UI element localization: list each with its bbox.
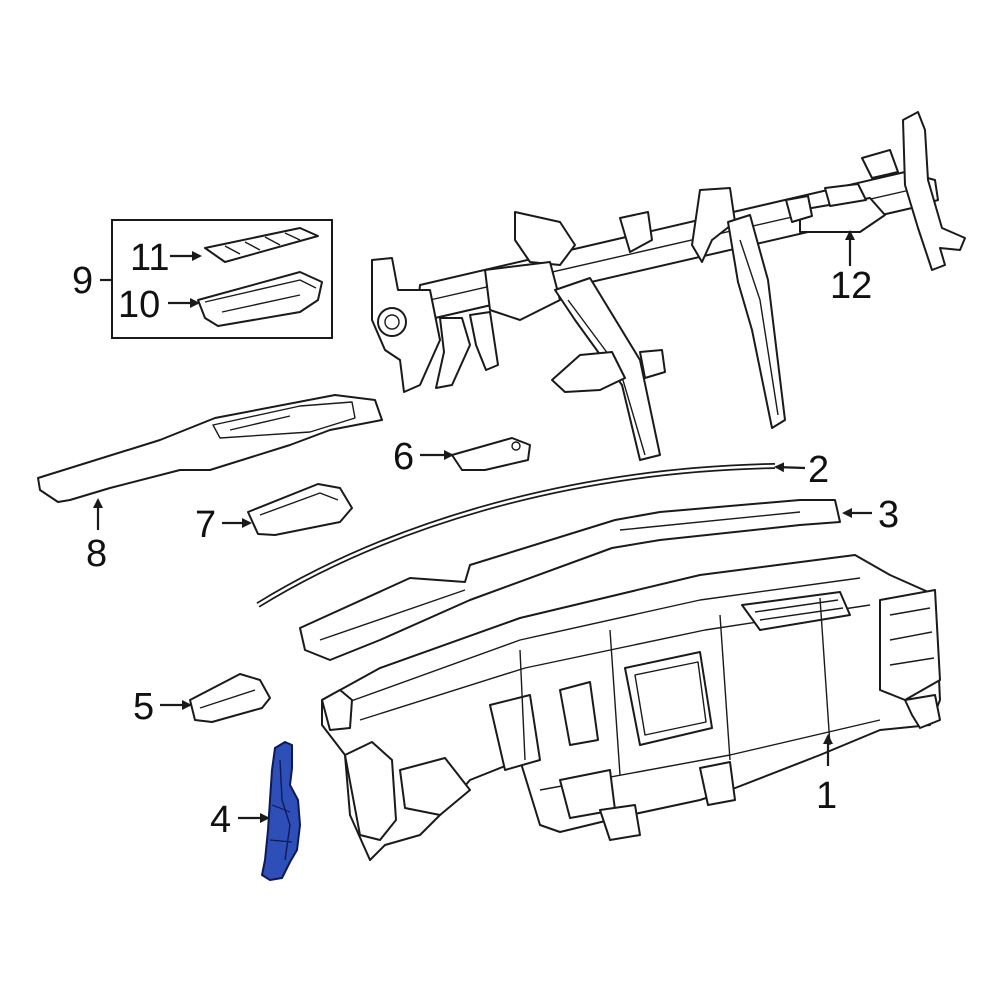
callout-labels: 1 2 3 4 5 6 7 8 9 10 11 12 <box>72 237 899 841</box>
part-1-instrument-panel[interactable] <box>321 554 941 861</box>
callout-9: 9 <box>72 260 93 302</box>
leader-lines <box>93 230 872 823</box>
callout-5: 5 <box>133 686 154 728</box>
part-8-upper-trim-panel[interactable] <box>37 394 383 503</box>
part-11-mat[interactable] <box>204 227 319 263</box>
leader-2 <box>774 462 806 473</box>
callout-11: 11 <box>130 237 169 279</box>
part-3-dash-upper-panel[interactable] <box>299 499 841 661</box>
part-2-trim-strip[interactable] <box>256 463 776 608</box>
callout-12: 12 <box>830 265 872 307</box>
callout-8: 8 <box>86 533 107 575</box>
callout-6: 6 <box>393 436 414 478</box>
part-9-group-box <box>100 219 333 339</box>
part-12-crossbar-frame[interactable] <box>371 111 966 461</box>
callout-10: 10 <box>118 284 160 326</box>
callout-7: 7 <box>195 504 216 546</box>
callout-1: 1 <box>816 775 837 817</box>
part-10-tray[interactable] <box>197 271 323 327</box>
callout-4: 4 <box>210 799 231 841</box>
callout-3: 3 <box>878 494 899 536</box>
part-6-cover[interactable] <box>451 437 531 471</box>
part-4-side-bracket-highlighted[interactable] <box>261 741 301 881</box>
part-5-knee-pad[interactable] <box>189 673 271 723</box>
callout-2: 2 <box>808 449 829 491</box>
part-7-pocket[interactable] <box>247 483 353 536</box>
